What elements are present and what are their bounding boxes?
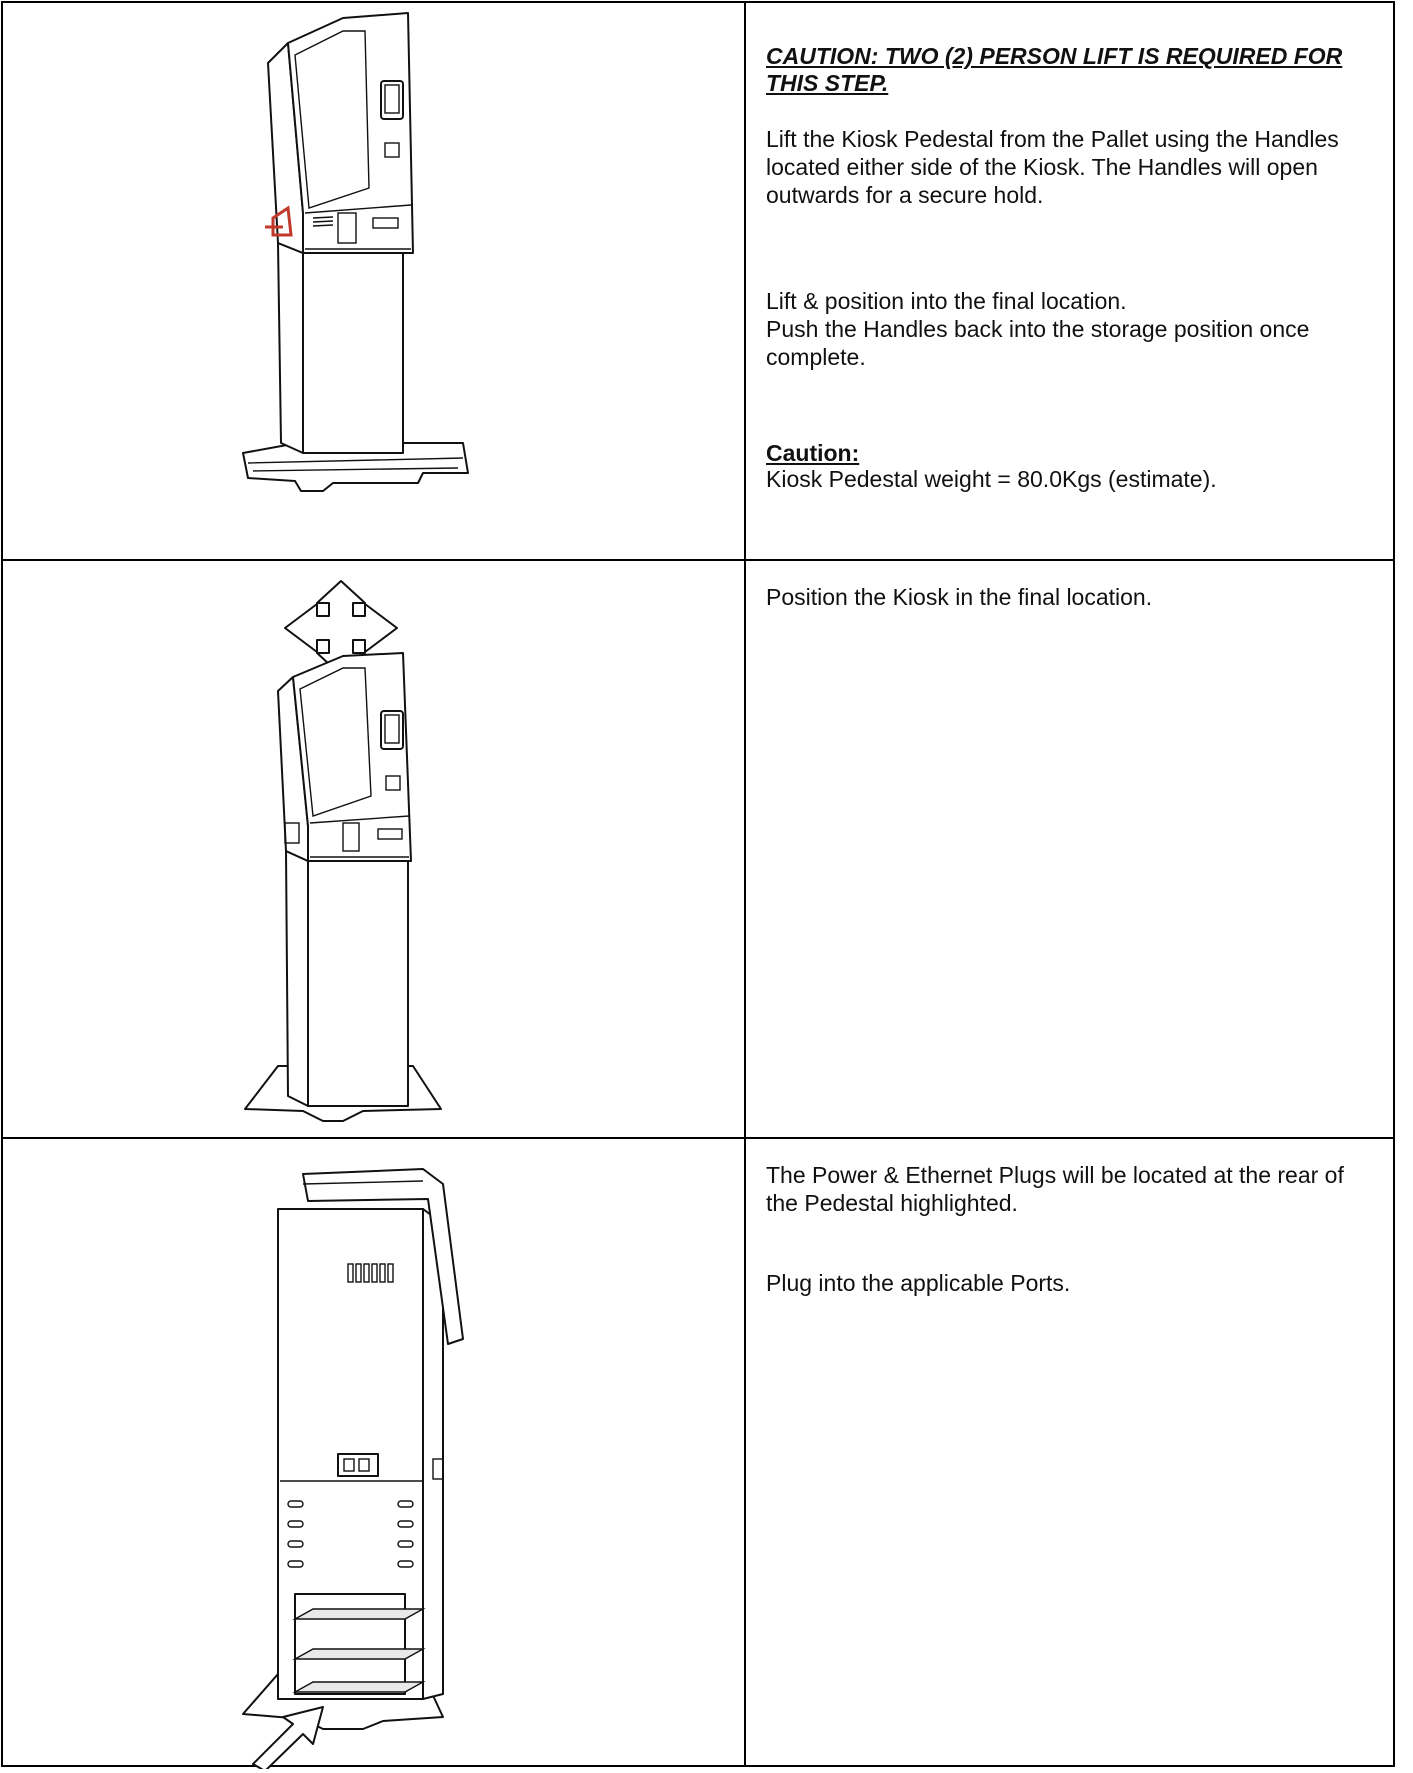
lift-instructions: Lift the Kiosk Pedestal from the Pallet … (766, 125, 1373, 209)
kiosk-positioning-illustration (3, 561, 748, 1141)
two-person-lift-warning: CAUTION: TWO (2) PERSON LIFT IS REQUIRED… (766, 43, 1373, 97)
kiosk-on-pallet-illustration (3, 3, 748, 563)
plug-ports-instruction: Plug into the applicable Ports. (766, 1269, 1373, 1297)
step-2-illustration-cell (1, 559, 746, 1139)
step-2-text-cell: Position the Kiosk in the final location… (744, 559, 1395, 1139)
step-row-1: CAUTION: TWO (2) PERSON LIFT IS REQUIRED… (0, 1, 1413, 561)
step-3-illustration-cell (1, 1137, 746, 1767)
weight-note: Kiosk Pedestal weight = 80.0Kgs (estimat… (766, 465, 1373, 493)
step-row-3: The Power & Ethernet Plugs will be locat… (0, 1137, 1413, 1767)
position-instruction: Lift & position into the final location. (766, 287, 1373, 315)
kiosk-rear-ports-illustration (3, 1139, 748, 1769)
handles-storage-instruction: Push the Handles back into the storage p… (766, 315, 1373, 371)
ports-location-text: The Power & Ethernet Plugs will be locat… (766, 1161, 1373, 1217)
step-1-illustration-cell (1, 1, 746, 561)
position-kiosk-instruction: Position the Kiosk in the final location… (766, 583, 1373, 611)
step-3-text-cell: The Power & Ethernet Plugs will be locat… (744, 1137, 1395, 1767)
step-row-2: Position the Kiosk in the final location… (0, 559, 1413, 1139)
caution-label: Caution: (766, 439, 1373, 467)
step-1-text-cell: CAUTION: TWO (2) PERSON LIFT IS REQUIRED… (744, 1, 1395, 561)
